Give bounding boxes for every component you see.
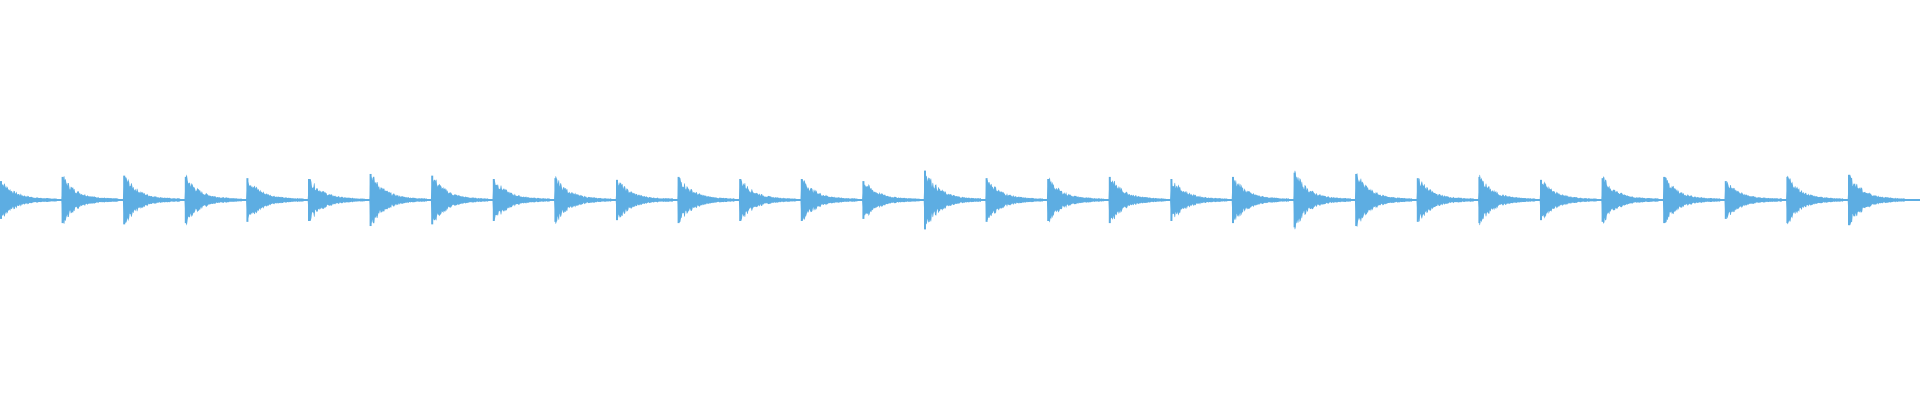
waveform-hit: [0, 183, 57, 217]
waveform-hit: [122, 176, 181, 224]
waveform-transient: [677, 176, 680, 224]
waveform-transient: [924, 170, 926, 230]
waveform-hit: [307, 179, 365, 221]
waveform-hit: [1170, 179, 1228, 221]
waveform-transient: [369, 173, 372, 227]
waveform-hit: [1046, 177, 1105, 223]
waveform-transient: [1047, 179, 1050, 221]
waveform-transient: [1478, 176, 1481, 224]
waveform-hit: [61, 176, 119, 224]
waveform-hit: [1293, 170, 1351, 230]
waveform-transient: [1663, 176, 1666, 224]
waveform-transient: [1355, 173, 1358, 227]
waveform-transient: [123, 175, 126, 225]
waveform-hit: [430, 179, 489, 221]
waveform-hit: [985, 180, 1043, 220]
waveform-hit: [1786, 175, 1844, 225]
waveform-hit: [492, 179, 550, 221]
waveform-transient: [985, 178, 988, 222]
waveform-envelope: [0, 170, 1920, 230]
waveform-hit: [246, 181, 304, 219]
waveform-transient: [1293, 172, 1296, 228]
waveform-hit: [1539, 181, 1597, 219]
waveform-hit: [369, 176, 427, 224]
waveform-hit: [1231, 177, 1289, 223]
waveform-hit: [923, 173, 981, 227]
waveform-transient: [1232, 176, 1234, 224]
waveform-transient: [246, 178, 249, 222]
waveform-transient: [1724, 181, 1727, 219]
waveform-hit: [554, 176, 612, 224]
waveform-hit: [738, 179, 797, 221]
waveform-hit: [1662, 177, 1721, 223]
waveform-transient: [492, 179, 495, 221]
waveform-hit: [615, 182, 673, 218]
waveform-transient: [862, 181, 865, 219]
waveform-transient: [800, 179, 803, 221]
waveform-hit: [1724, 181, 1782, 219]
waveform-hit: [1601, 176, 1659, 224]
waveform-hit: [184, 174, 242, 226]
waveform-transient: [1170, 179, 1173, 221]
waveform-transient: [616, 179, 618, 221]
waveform-transient: [1108, 176, 1111, 224]
waveform-hit: [677, 177, 735, 223]
waveform-hit: [1416, 178, 1474, 222]
waveform-transient: [1416, 178, 1419, 222]
waveform-transient: [1786, 176, 1789, 224]
waveform-hit: [1478, 174, 1536, 226]
waveform-hit: [862, 182, 920, 218]
waveform-transient: [61, 176, 64, 224]
waveform-transient: [554, 178, 557, 222]
waveform-transient: [1601, 178, 1604, 222]
waveform-transient: [1540, 179, 1542, 221]
waveform-hit: [1354, 173, 1413, 227]
waveform-transient: [184, 176, 187, 224]
waveform-transient: [431, 175, 434, 225]
waveform-transient: [739, 179, 742, 221]
waveform-transient: [1848, 174, 1850, 226]
waveform-hit: [1108, 179, 1166, 221]
waveform-hit: [1847, 174, 1905, 226]
waveform-hit: [800, 179, 858, 221]
waveform-transient: [308, 179, 310, 221]
waveform-transient: [0, 181, 2, 219]
